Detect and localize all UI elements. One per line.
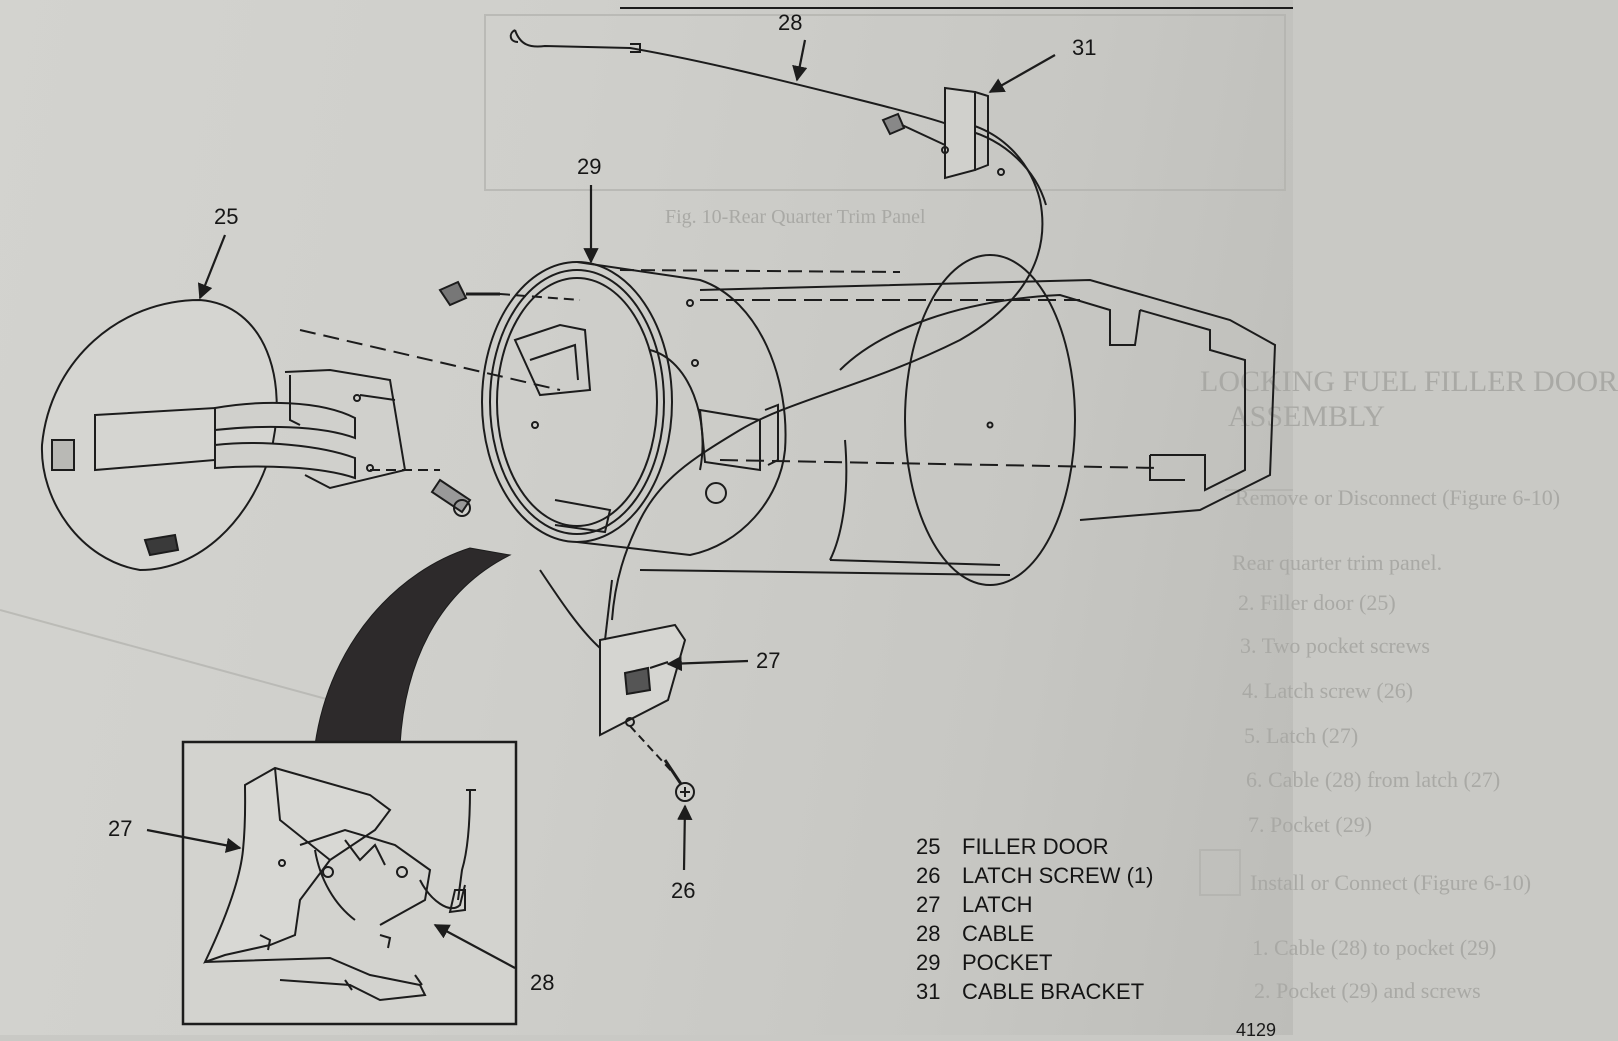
bleed-through-step: 1. Cable (28) to pocket (29): [1252, 935, 1497, 960]
callout-26: 26: [671, 878, 696, 903]
callout-27-inset: 27: [108, 816, 133, 841]
bleed-through-step: 5. Latch (27): [1244, 723, 1359, 748]
latch-main: [539, 569, 695, 802]
bleed-through-heading-2: ASSEMBLY: [1228, 400, 1386, 433]
bleed-through-step: Install or Connect (Figure 6-10): [1250, 870, 1532, 895]
callout-28-inset: 28: [530, 970, 555, 995]
legend-number: 25: [916, 834, 941, 859]
bleed-through-step: 4. Latch screw (26): [1242, 678, 1414, 703]
leader-26: [677, 804, 693, 871]
legend-item: 31 CABLE BRACKET: [916, 977, 1154, 1006]
callout-25: 25: [214, 204, 239, 229]
legend-item: 28 CABLE: [916, 919, 1154, 948]
bleed-through-step: 2. Pocket (29) and screws: [1254, 978, 1481, 1003]
legend-label: FILLER DOOR: [962, 834, 1109, 859]
pocket-assembly: [438, 261, 901, 557]
legend-label: LATCH: [962, 892, 1033, 917]
callout-27-main: 27: [756, 648, 781, 673]
leader-28-inset: [433, 924, 516, 969]
callout-31: 31: [1072, 35, 1097, 60]
bleed-through-step: Rear quarter trim panel.: [1232, 550, 1443, 575]
bleed-through-lines: [0, 14, 1293, 896]
filler-door: [40, 298, 561, 572]
leader-25: [197, 234, 227, 300]
legend-number: 29: [916, 950, 941, 975]
bleed-through-step: 7. Pocket (29): [1248, 812, 1373, 837]
legend-label: POCKET: [962, 950, 1053, 975]
leader-27-main: [666, 655, 749, 672]
leader-31: [988, 54, 1056, 93]
gasket-band: [314, 547, 512, 746]
legend-label: LATCH SCREW (1): [962, 863, 1154, 888]
bleed-through-step: 2. Filler door (25): [1238, 590, 1396, 615]
body-housing: [639, 254, 1277, 586]
bleed-through-step: 6. Cable (28) from latch (27): [1246, 767, 1501, 792]
leader-arrows: [146, 39, 1056, 969]
legend-item: 29 POCKET: [916, 948, 1154, 977]
legend-label: CABLE: [962, 921, 1035, 946]
callout-28-top: 28: [778, 10, 803, 35]
legend-number: 31: [916, 979, 941, 1004]
parts-legend: 25 FILLER DOOR 26 LATCH SCREW (1) 27 LATCH …: [916, 832, 1154, 1006]
cable-top: [509, 29, 1047, 621]
leader-28-top: [792, 39, 808, 82]
legend-item: 27 LATCH: [916, 890, 1154, 919]
bleed-through-caption: Fig. 10-Rear Quarter Trim Panel: [665, 206, 926, 228]
legend-number: 27: [916, 892, 941, 917]
callout-29: 29: [577, 154, 602, 179]
cable-bracket: [881, 86, 1005, 180]
legend-number: 26: [916, 863, 941, 888]
legend-label: CABLE BRACKET: [962, 979, 1145, 1004]
legend-number: 28: [916, 921, 941, 946]
bleed-through-heading-1: LOCKING FUEL FILLER DOOR: [1200, 365, 1618, 398]
legend-item: 26 LATCH SCREW (1): [916, 861, 1154, 890]
inset-detail: [181, 740, 518, 1026]
bleed-through-step: 3. Two pocket screws: [1240, 633, 1430, 658]
legend-item: 25 FILLER DOOR: [916, 832, 1154, 861]
figure-number: 4129: [1236, 1020, 1277, 1040]
leader-27-inset: [146, 828, 242, 853]
fuel-filler-door-exploded-view: [0, 7, 1293, 1026]
